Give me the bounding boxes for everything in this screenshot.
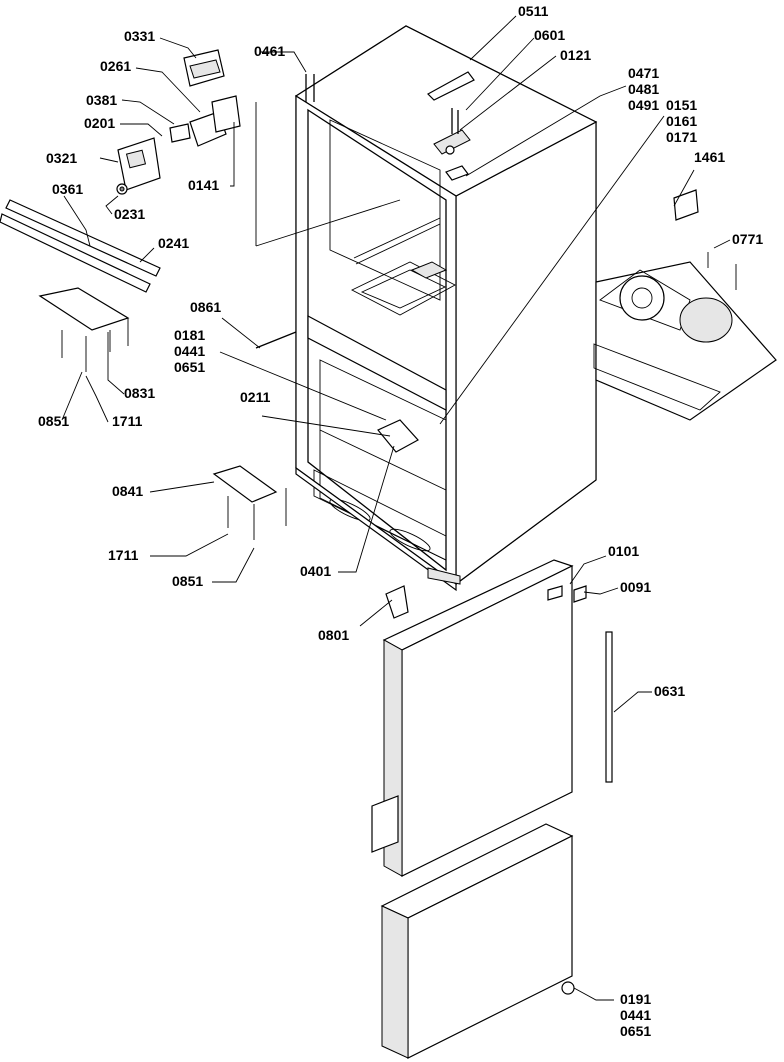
bottom-hinge xyxy=(385,585,409,619)
callout-0141: 0141 xyxy=(188,177,219,193)
callout-0121: 0121 xyxy=(560,47,591,63)
callout-0801: 0801 xyxy=(318,627,349,643)
freezer-drawer-door xyxy=(380,823,575,1059)
callout-1711-upper: 1711 xyxy=(112,413,143,429)
callout-0481: 0481 xyxy=(628,81,659,97)
callout-0841: 0841 xyxy=(112,483,143,499)
callout-0211: 0211 xyxy=(240,389,271,405)
callout-0861: 0861 xyxy=(190,299,221,315)
callout-0331: 0331 xyxy=(124,28,155,44)
door-gasket-strip xyxy=(605,631,613,783)
callout-0651-lower: 0651 xyxy=(620,1023,651,1039)
callout-labels: 0331 0261 0381 0201 0321 0231 0141 0361 … xyxy=(38,3,763,1039)
callout-0511: 0511 xyxy=(518,3,549,19)
callout-0381: 0381 xyxy=(86,92,117,108)
callout-0181: 0181 xyxy=(174,327,205,343)
rails-and-brackets xyxy=(0,199,287,540)
callout-1461: 1461 xyxy=(694,149,725,165)
bracket-upper xyxy=(38,287,130,331)
machine-compartment xyxy=(593,189,777,421)
callout-0101: 0101 xyxy=(608,543,639,559)
refrigerator-cabinet xyxy=(294,25,598,592)
callout-0461: 0461 xyxy=(254,43,285,59)
fresh-food-door xyxy=(371,559,613,877)
callout-0851-upper: 0851 xyxy=(38,413,69,429)
icemaker-parts xyxy=(116,49,241,195)
callout-0601: 0601 xyxy=(534,27,565,43)
tag-1461 xyxy=(673,189,699,221)
hinge-cover xyxy=(427,71,475,101)
label-plate xyxy=(547,585,563,601)
rail-upper xyxy=(5,199,161,277)
callout-0171: 0171 xyxy=(666,129,697,145)
callout-0201: 0201 xyxy=(84,115,115,131)
callout-0441-upper: 0441 xyxy=(174,343,205,359)
callout-0261: 0261 xyxy=(100,58,131,74)
top-hinge-plate xyxy=(433,129,471,155)
damper xyxy=(377,419,419,453)
leader-lines xyxy=(61,15,731,1001)
callout-0771: 0771 xyxy=(732,231,763,247)
drain-tube xyxy=(255,331,297,349)
top-hinge-assembly xyxy=(305,71,475,181)
callout-0231: 0231 xyxy=(114,206,145,222)
callout-1711-lower: 1711 xyxy=(108,547,139,563)
callout-0441-lower: 0441 xyxy=(620,1007,651,1023)
callout-0241: 0241 xyxy=(158,235,189,251)
callout-0851-lower: 0851 xyxy=(172,573,203,589)
callout-0191: 0191 xyxy=(620,991,651,1007)
callout-0651-upper: 0651 xyxy=(174,359,205,375)
callout-0491: 0491 xyxy=(628,97,659,113)
compressor xyxy=(679,297,733,343)
callout-0401: 0401 xyxy=(300,563,331,579)
condenser-fan xyxy=(619,275,665,321)
callout-0361: 0361 xyxy=(52,181,83,197)
inner-parts xyxy=(255,331,419,619)
bracket-lower xyxy=(212,465,278,503)
callout-0471: 0471 xyxy=(628,65,659,81)
drawer-hinge-pin xyxy=(561,981,575,995)
callout-0151: 0151 xyxy=(666,97,697,113)
callout-0831: 0831 xyxy=(124,385,155,401)
callout-0161: 0161 xyxy=(666,113,697,129)
callout-0321: 0321 xyxy=(46,150,77,166)
callout-0091: 0091 xyxy=(620,579,651,595)
callout-0631: 0631 xyxy=(654,683,685,699)
rail-lower xyxy=(0,213,151,293)
